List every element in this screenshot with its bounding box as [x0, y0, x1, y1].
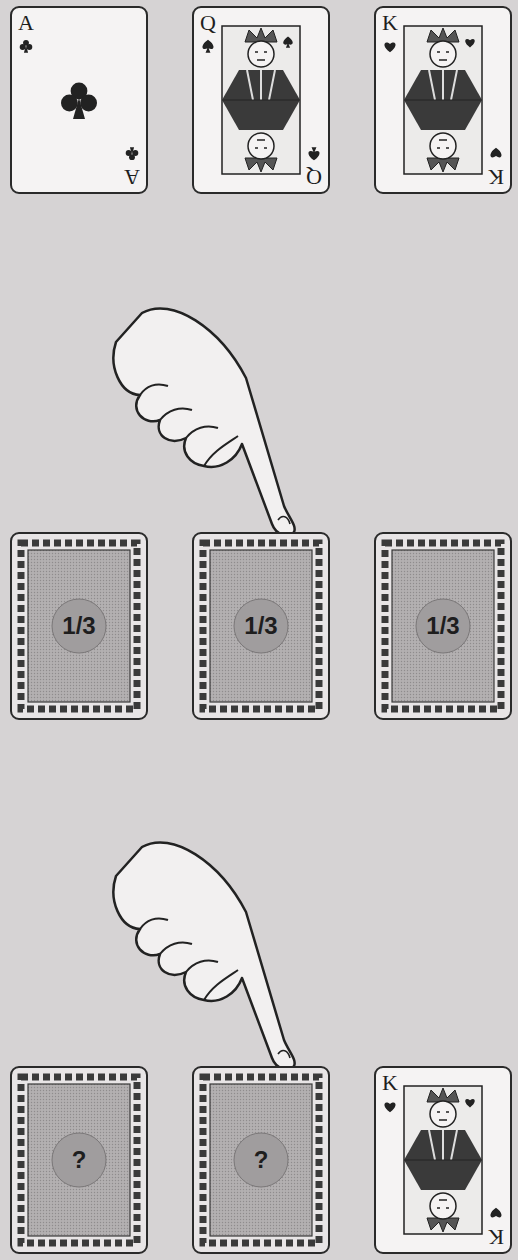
playing-card-back: 1/3 [374, 532, 512, 720]
probability-label: 1/3 [426, 614, 459, 638]
playing-card-face: AA [10, 6, 148, 194]
probability-label: ? [254, 1148, 269, 1172]
playing-card-back: ? [192, 1066, 330, 1254]
playing-card-face: QQ [192, 6, 330, 194]
card-index: A [18, 12, 34, 34]
probability-label: 1/3 [62, 614, 95, 638]
card-face-art [376, 8, 510, 192]
probability-label: ? [72, 1148, 87, 1172]
card-index: A [124, 166, 140, 188]
playing-card-back: 1/3 [192, 532, 330, 720]
card-face-art [12, 8, 146, 192]
probability-label: 1/3 [244, 614, 277, 638]
card-face-art [376, 1068, 510, 1252]
card-index: K [382, 1072, 398, 1094]
card-index: K [488, 1226, 504, 1248]
playing-card-back: 1/3 [10, 532, 148, 720]
playing-card-back: ? [10, 1066, 148, 1254]
playing-card-face: KK [374, 6, 512, 194]
hand-illustration [113, 308, 294, 535]
card-index: K [488, 166, 504, 188]
playing-card-face: KK [374, 1066, 512, 1254]
card-face-art [194, 8, 328, 192]
hand-illustration [113, 842, 294, 1069]
card-index: Q [306, 166, 322, 188]
card-index: Q [200, 12, 216, 34]
card-index: K [382, 12, 398, 34]
